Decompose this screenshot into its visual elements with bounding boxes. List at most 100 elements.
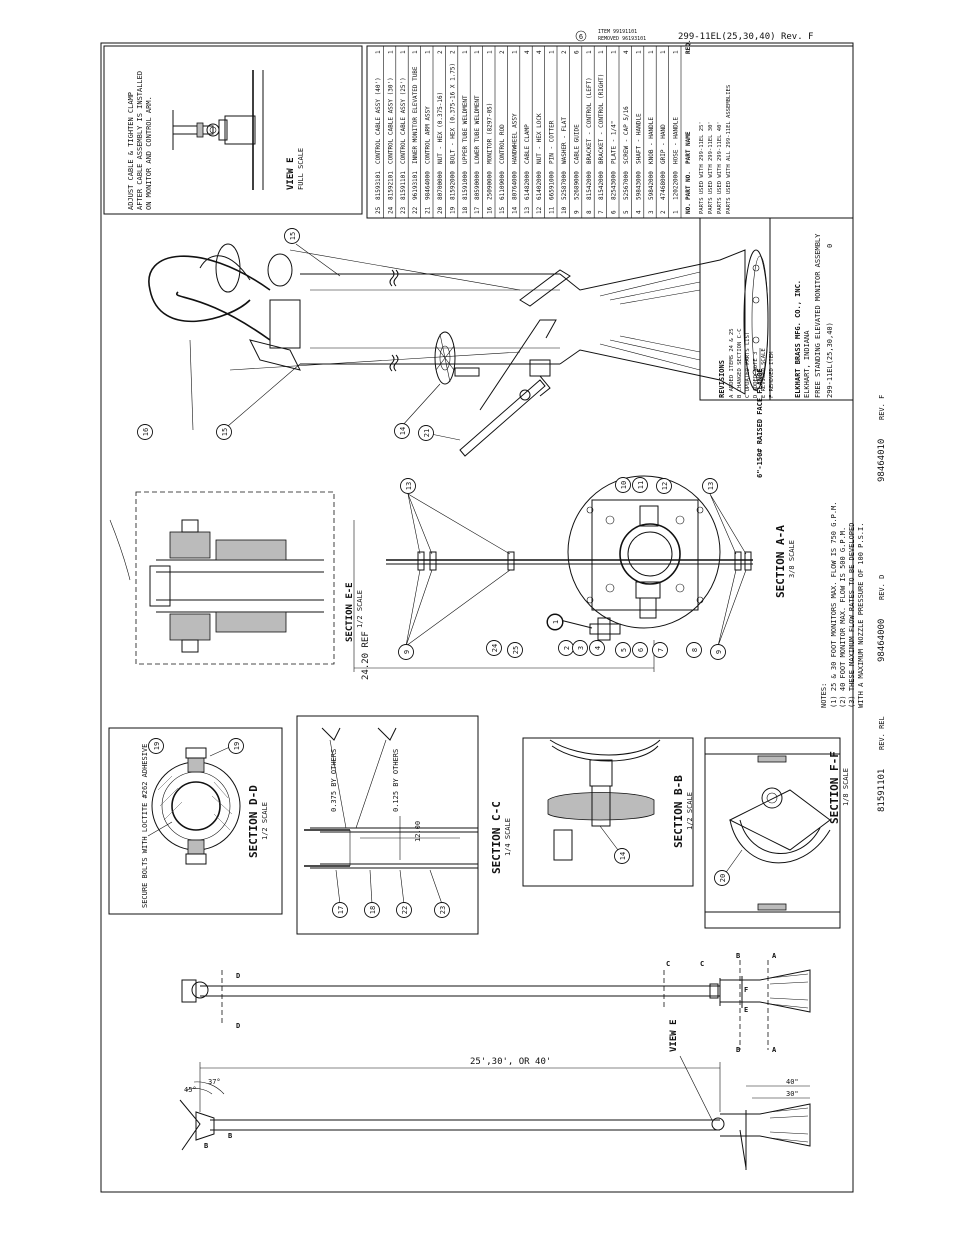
- callout-bubble-14: [394, 423, 410, 439]
- bom-header-cell: PART NAME: [685, 131, 692, 164]
- bom-row: 247468000GRIP - HAND1: [660, 50, 667, 214]
- bom-row: 1561109000CONTROL ROD2: [499, 50, 506, 214]
- bom-row: 1361482000CABLE CLAMP4: [524, 50, 531, 214]
- bom-cell: 1: [487, 50, 494, 54]
- callout-bubble-13: [702, 478, 718, 494]
- bom-cell: 23: [400, 206, 407, 214]
- bom-cell: 1: [511, 50, 518, 54]
- section-b-title: SECTION B-B: [672, 775, 685, 848]
- notes-heading: NOTES:: [820, 683, 828, 708]
- bom-row: 1052587000WASHER - FLAT2: [561, 50, 568, 214]
- bom-cell: PLATE - 1/4": [611, 121, 618, 164]
- callout-bubble-1: [547, 614, 563, 630]
- view-e-title: VIEW E: [286, 157, 296, 190]
- bom-cell: 80764000: [511, 171, 518, 200]
- bom-cell: PIN - COTTER: [549, 120, 556, 164]
- callout-label-10: 10: [620, 481, 628, 489]
- bom-row: 552567000SCREW - CAP 5/164: [623, 50, 630, 214]
- bom-cell: 52587000: [561, 171, 568, 200]
- bom-table: 2581593101CONTROL CABLE ASSY (40')124815…: [366, 40, 854, 219]
- callout-label-2: 2: [563, 646, 571, 650]
- bom-cell: UPPER TUBE WELDMENT: [462, 95, 469, 164]
- bom-cell: 1: [387, 50, 394, 54]
- dim-40: 40": [786, 1078, 799, 1086]
- bom-cell: 47468000: [660, 171, 667, 200]
- callout-label-12: 12: [661, 482, 669, 490]
- note-4: WITH A MAXIMUM NOZZLE PRESSURE OF 100 P.…: [857, 523, 865, 708]
- title-block: ELKHART BRASS MFG. CO., INC. ELKHART, IN…: [699, 217, 854, 401]
- section-b-b: [522, 737, 694, 887]
- bom-cell: 12022000: [673, 171, 680, 200]
- bom-cell: 10: [561, 206, 568, 214]
- header-note-1: ITEM 99191101: [598, 29, 637, 35]
- bom-cell: SHAFT - HANDLE: [635, 113, 642, 164]
- ref2: 98464000: [877, 619, 887, 662]
- revision-row: A ADDED ITEMS 24 & 25: [729, 328, 735, 398]
- bom-cell: 13: [524, 206, 531, 214]
- cut-b-bottom: B: [736, 1046, 740, 1054]
- bom-row: 881542000BRACKET - CONTROL (LEFT)1: [586, 50, 593, 214]
- company-name: ELKHART BRASS MFG. CO., INC.: [794, 280, 802, 398]
- callout-bubble-21: [418, 425, 434, 441]
- bom-row: 1480764000HANDWHEEL ASSY1: [511, 50, 518, 214]
- callout-label-19: 19: [153, 742, 161, 750]
- bom-cell: 1: [586, 50, 593, 54]
- bom-cell: 4: [524, 50, 531, 54]
- bom-cell: 1: [462, 50, 469, 54]
- bom-cell: 81542000: [598, 171, 605, 200]
- bom-cell: 1: [375, 50, 382, 54]
- bom-cell: BOLT - HEX (0.375-16 X 1.75): [449, 63, 456, 164]
- callout-bubble-12: [656, 478, 672, 494]
- cut-f: F: [744, 986, 748, 994]
- section-f-title: SECTION F-F: [828, 751, 841, 824]
- bom-cell: 1: [425, 50, 432, 54]
- bom-note: PARTS USED WITH 299-11EL 40': [717, 121, 723, 214]
- callout-label-13: 13: [707, 482, 715, 490]
- ref1: 81591101: [877, 769, 887, 812]
- cut-b-elev: B: [204, 1142, 208, 1150]
- callout-bubble-18: [364, 902, 380, 918]
- callout-label-1: 1: [552, 620, 560, 624]
- bom-cell: 22: [412, 206, 419, 214]
- bom-cell: 1: [598, 50, 605, 54]
- bom-cell: CONTROL CABLE ASSY (40'): [375, 77, 382, 164]
- dim-angle-45: 45°: [184, 1086, 197, 1094]
- bom-cell: 25: [375, 206, 382, 214]
- bom-cell: 52689000: [573, 171, 580, 200]
- flange-label: 6"-150# RAISED FACE FLANGE: [756, 368, 764, 478]
- bom-cell: 24: [387, 206, 394, 214]
- callout-label-9: 9: [715, 650, 723, 654]
- callout-label-14: 14: [619, 852, 627, 860]
- cut-c-top: C: [666, 960, 670, 968]
- note-3: (3) THESE MAXIMUM FLOW RATES TO BE DEVEL…: [848, 523, 856, 708]
- bom-note: PARTS USED WITH ALL 299-11EL ASSEMBLIES: [726, 85, 732, 214]
- bom-cell: 21: [425, 206, 432, 214]
- callout-label-19: 19: [233, 742, 241, 750]
- drawing-number: 299-11EL(25,30,40) Rev. F: [678, 32, 813, 42]
- section-d-scale: 1/2 SCALE: [261, 802, 269, 840]
- bom-cell: MONITOR (8297-05): [487, 103, 494, 164]
- bom-cell: 66591000: [549, 171, 556, 200]
- bom-row: 2481592101CONTROL CABLE ASSY (30')1: [387, 50, 394, 214]
- bom-cell: 1: [673, 50, 680, 54]
- bom-row: 2381591101CONTROL CABLE ASSY (25')1: [400, 50, 407, 214]
- bom-cell: 9: [573, 210, 580, 214]
- callout-label-15: 15: [221, 428, 229, 436]
- callout-bubble-22: [396, 902, 412, 918]
- dwg-rev: 0: [826, 244, 834, 248]
- bom-cell: INNER MONITOR ELEVATED TUBE: [412, 66, 419, 164]
- header-note-2: REMOVED 96193101: [598, 36, 646, 42]
- bom-cell: 1: [611, 50, 618, 54]
- cut-d-bottom: D: [236, 1022, 240, 1030]
- view-e-note: ADJUST CABLE & TIGHTEN CLAMP AFTER CABLE…: [127, 67, 153, 210]
- bom-cell: HANDWHEEL ASSY: [511, 113, 518, 164]
- callout-bubble-10: [615, 477, 631, 493]
- bom-cell: 2: [449, 50, 456, 54]
- callout-label-6: 6: [637, 648, 645, 652]
- cut-d-top: D: [236, 972, 240, 980]
- bom-row: 2080700000NUT - HEX (0.375-16)2: [437, 50, 444, 214]
- revision-row: C UPDATED PARTS LIST: [745, 331, 751, 398]
- bom-cell: 1: [412, 50, 419, 54]
- view-e-scale: FULL SCALE: [297, 148, 305, 190]
